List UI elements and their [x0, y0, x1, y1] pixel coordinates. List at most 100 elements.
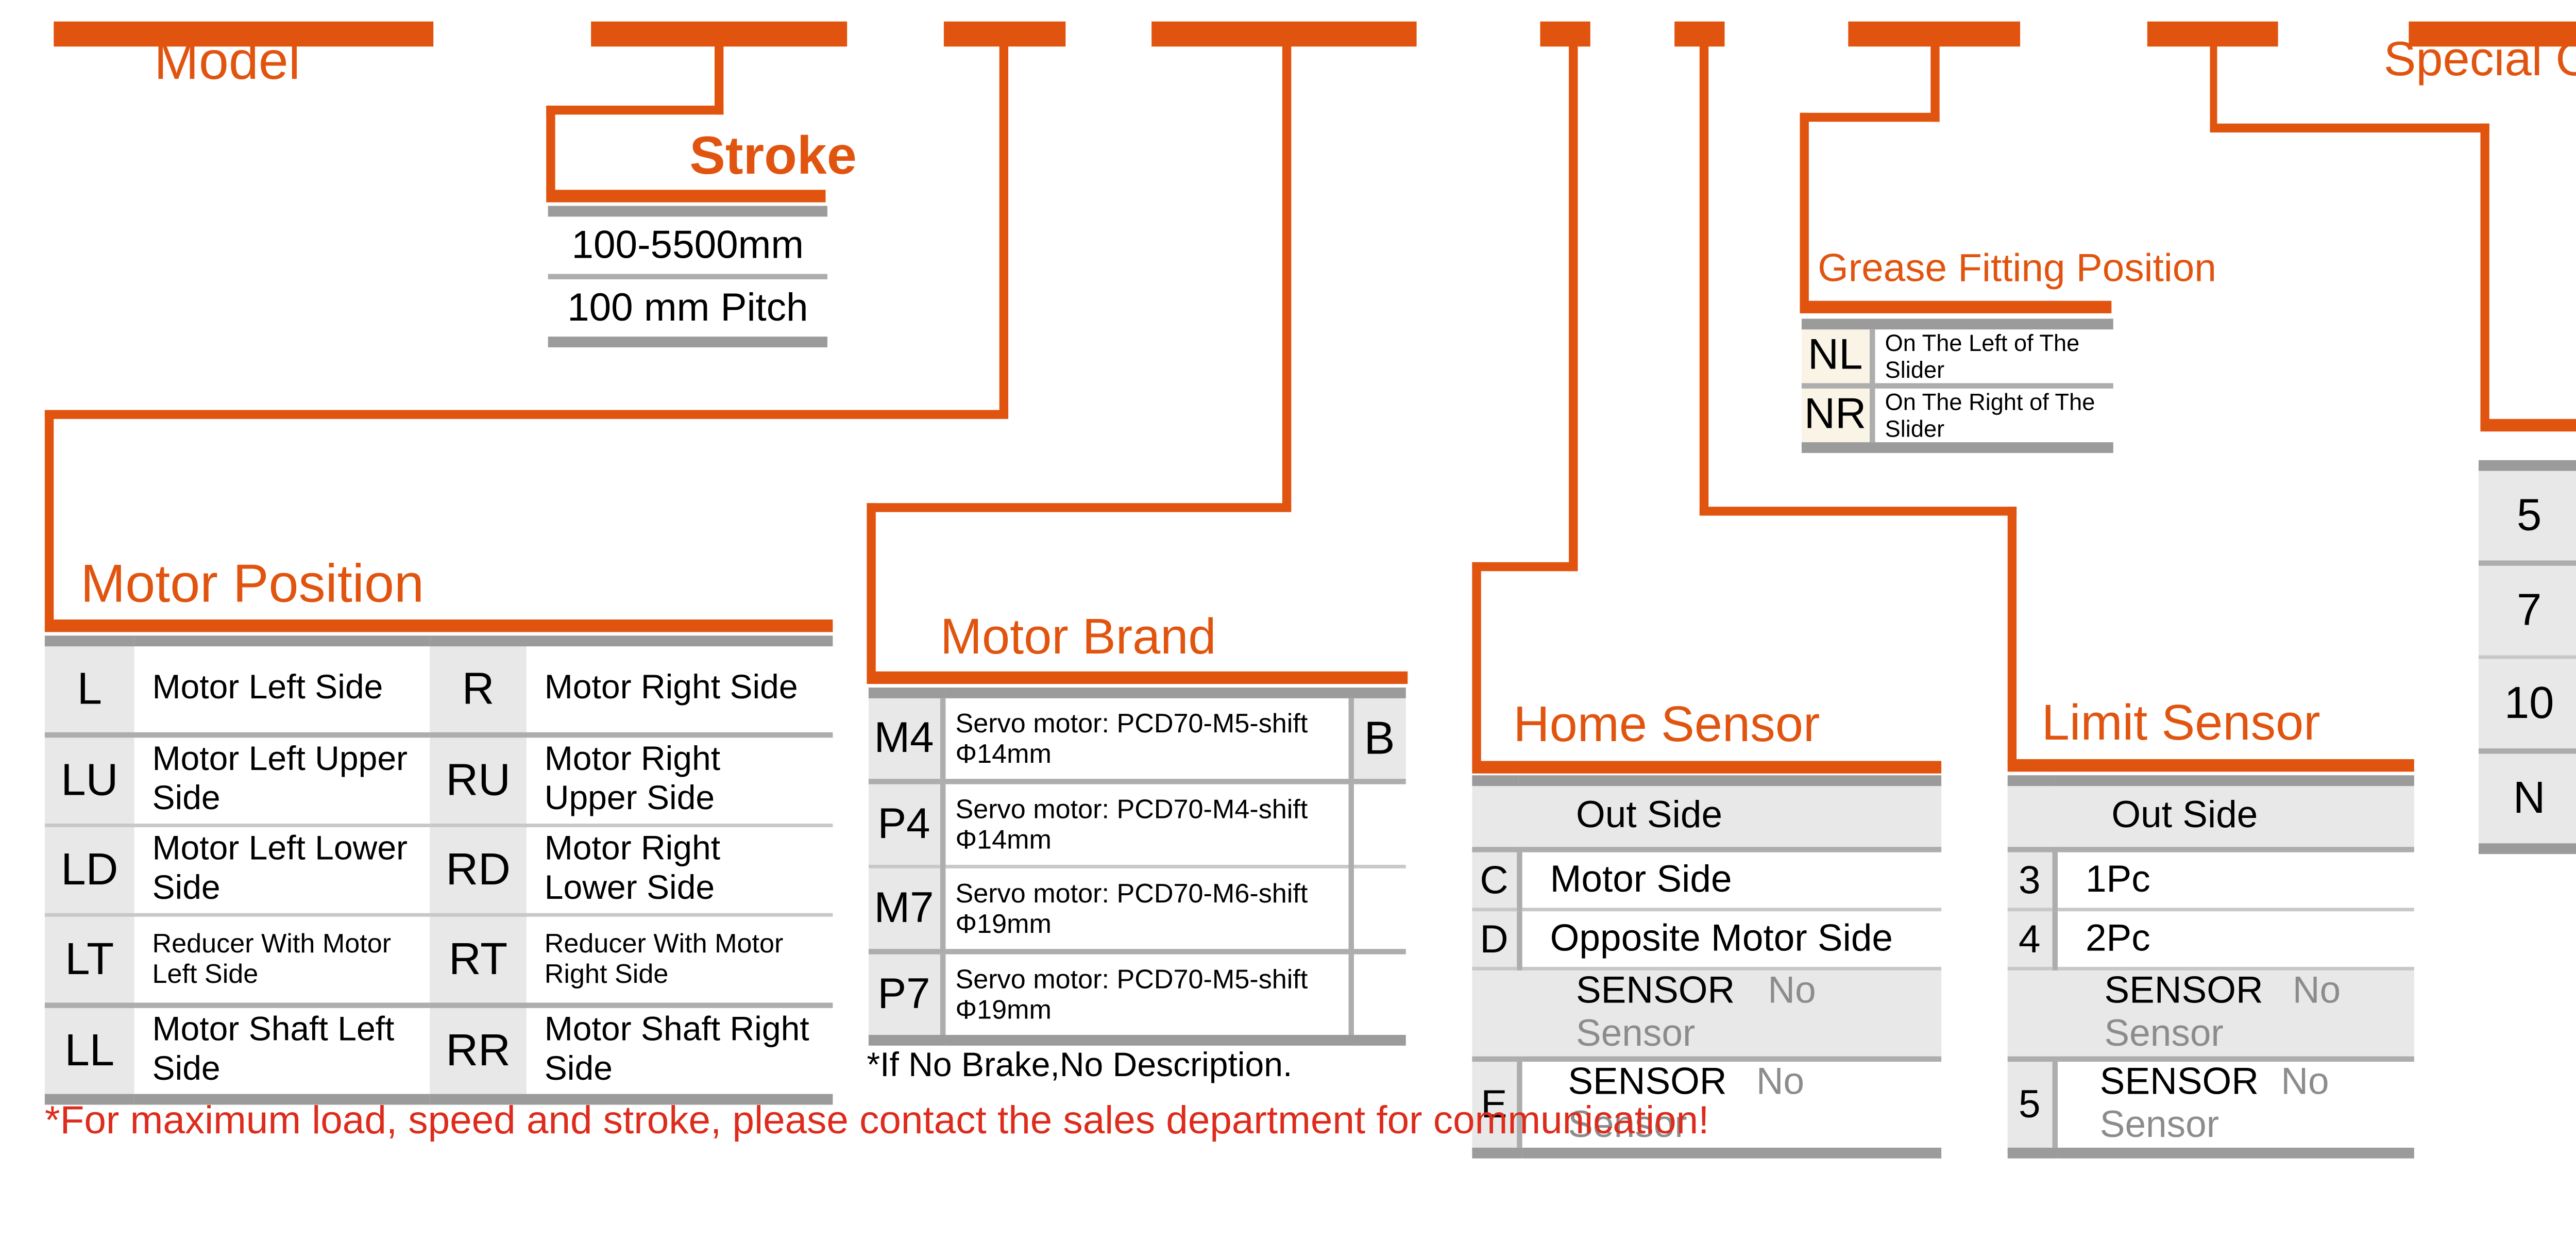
table-row: NR On The Right of The Slider	[1801, 383, 2113, 453]
leader-stroke-v1	[714, 34, 724, 115]
home-sensor-key-3	[1472, 966, 1519, 1061]
motor-position-value-1b: Motor Right Upper Side	[526, 733, 833, 827]
motor-brand-table: M4 Servo motor: PCD70-M5-shift Φ14mm B P…	[868, 688, 1406, 1046]
home-sensor-value-1: Motor Side	[1516, 847, 1942, 912]
leader-motorpos-v2	[44, 410, 54, 623]
stroke-row-1: 100 mm Pitch	[548, 274, 827, 347]
grease-fitting-key-0: NL	[1801, 319, 1872, 389]
motor-brand-value-0: Servo motor: PCD70-M5-shift Φ14mm	[939, 688, 1351, 784]
code-tick-model	[54, 21, 434, 47]
leader-limitsensor-v2	[2007, 507, 2017, 763]
table-row: 4 2Pc	[2007, 908, 2414, 970]
motor-position-key-4a: LL	[44, 1002, 134, 1105]
table-row: 5 5:1	[2478, 460, 2576, 566]
table-row: LL Motor Shaft Left Side RR Motor Shaft …	[44, 1002, 833, 1105]
table-row: E SENSOR No Sensor	[1472, 1056, 1942, 1159]
table-row: 5 SENSOR No Sensor	[2007, 1056, 2414, 1159]
motor-position-label: Motor Position	[80, 555, 424, 614]
motor-position-value-4b: Motor Shaft Right Side	[526, 1002, 833, 1105]
leader-limitsensor-v1	[1699, 34, 1709, 514]
table-row: M7 Servo motor: PCD70-M6-shift Φ19mm	[868, 864, 1406, 953]
table-row: M4 Servo motor: PCD70-M5-shift Φ14mm B	[868, 688, 1406, 784]
limit-sensor-value-1: 1Pc	[2051, 847, 2414, 912]
home-sensor-key-0	[1472, 775, 1519, 852]
motor-position-key-1a: LU	[44, 733, 134, 827]
grease-fitting-key-1: NR	[1801, 383, 1872, 453]
stroke-label: Stroke	[689, 127, 857, 187]
code-tick-home-sensor	[1540, 21, 1590, 47]
home-sensor-sensor-label-3: SENSOR	[1575, 970, 1735, 1012]
gearbox-ratio-key-1: 7	[2478, 561, 2576, 659]
grease-fitting-value-1: On The Right of The Slider	[1869, 383, 2113, 453]
warning-note: *For maximum load, speed and stroke, ple…	[44, 1097, 1709, 1143]
table-row: LT Reducer With Motor Left Side RT Reduc…	[44, 913, 833, 1008]
home-sensor-key-2: D	[1472, 908, 1519, 970]
motor-brand-key-3: P7	[868, 949, 942, 1046]
table-row: LD Motor Left Lower Side RD Motor Right …	[44, 824, 833, 917]
motor-brand-label: Motor Brand	[940, 609, 1216, 664]
motor-position-key-3b: RT	[430, 913, 527, 1008]
limit-sensor-nosensor-label-3: No Sensor	[2104, 970, 2341, 1055]
limit-sensor-value-0: Out Side	[2054, 775, 2414, 852]
leader-homesensor-h1	[1472, 562, 1578, 572]
table-row: P7 Servo motor: PCD70-M5-shift Φ19mm	[868, 949, 1406, 1046]
limit-sensor-bracket-bottom	[2007, 759, 2414, 772]
gearbox-ratio-key-2: 10	[2478, 655, 2576, 753]
motor-brand-value-2: Servo motor: PCD70-M6-shift Φ19mm	[939, 864, 1351, 953]
grease-fitting-table: NL On The Left of The Slider NR On The R…	[1801, 319, 2113, 453]
table-row: P4 Servo motor: PCD70-M4-shift Φ14mm	[868, 779, 1406, 868]
leader-gearbox-v1	[2210, 34, 2217, 131]
leader-gearbox-v2	[2480, 123, 2489, 428]
table-row: C Motor Side	[1472, 847, 1942, 912]
leader-motorpos-h1	[44, 410, 1009, 419]
motor-position-table: L Motor Left Side R Motor Right Side LU …	[44, 635, 833, 1105]
gearbox-ratio-table: 5 5:1 7 7:1 10 10:1 N None Gearbox Type	[2478, 460, 2576, 854]
home-sensor-nosensor-label-4: No Sensor	[1568, 1062, 1805, 1146]
leader-grease-v2	[1800, 112, 1809, 310]
motor-brand-brake-blank-1	[1347, 779, 1406, 868]
motor-position-value-2b: Motor Right Lower Side	[526, 824, 833, 917]
table-row: NL On The Left of The Slider	[1801, 319, 2113, 389]
motor-brand-note: *If No Brake,No Description.	[867, 1047, 1293, 1085]
motor-brand-value-3: Servo motor: PCD70-M5-shift Φ19mm	[939, 949, 1351, 1046]
motor-position-bracket-bottom	[44, 620, 833, 632]
home-sensor-nosensor-label-3: No Sensor	[1575, 970, 1816, 1055]
motor-brand-bracket-bottom	[867, 671, 1408, 684]
motor-brand-brake-key: B	[1347, 688, 1406, 784]
grease-fitting-bracket-bottom	[1800, 300, 2112, 313]
motor-position-key-2b: RD	[430, 824, 527, 917]
limit-sensor-value-2: 2Pc	[2051, 908, 2414, 970]
home-sensor-sensor-label-4: SENSOR	[1568, 1062, 1727, 1103]
code-tick-special-order	[2409, 21, 2576, 47]
table-row: 3 1Pc	[2007, 847, 2414, 912]
leader-grease-v1	[1930, 34, 1940, 122]
motor-brand-key-2: M7	[868, 864, 942, 953]
limit-sensor-key-0	[2007, 775, 2055, 852]
limit-sensor-sensor-label-3: SENSOR	[2104, 970, 2263, 1012]
grease-fitting-label: Grease Fitting Position	[1818, 245, 2216, 290]
motor-position-value-1a: Motor Left Upper Side	[134, 733, 430, 827]
table-row: N None Gearbox Type	[2478, 748, 2576, 854]
table-row: SENSOR No Sensor	[1472, 966, 1942, 1061]
limit-sensor-key-1: 3	[2007, 847, 2055, 912]
stroke-bracket-bottom	[546, 190, 826, 203]
table-row: D Opposite Motor Side	[1472, 908, 1942, 970]
home-sensor-bracket-bottom	[1472, 761, 1942, 774]
gearbox-ratio-key-3: N	[2478, 748, 2576, 854]
stroke-row-0: 100-5500mm	[548, 206, 827, 279]
leader-stroke-v2	[546, 105, 555, 194]
table-row: LU Motor Left Upper Side RU Motor Right …	[44, 733, 833, 827]
home-sensor-value-4-wrap: SENSOR No Sensor	[1516, 1056, 1942, 1159]
leader-limitsensor-h1	[1699, 507, 2017, 516]
leader-motorpos-v1	[999, 34, 1009, 417]
limit-sensor-label: Limit Sensor	[2041, 694, 2320, 750]
table-row: Out Side	[2007, 775, 2414, 852]
limit-sensor-key-3	[2007, 966, 2055, 1061]
motor-position-value-0b: Motor Right Side	[526, 635, 833, 738]
special-order-label: Special Order No.	[2383, 32, 2576, 86]
table-row: L Motor Left Side R Motor Right Side	[44, 635, 833, 738]
leader-motorbrand-v1	[1282, 34, 1292, 511]
leader-motorbrand-v2	[867, 503, 876, 675]
leader-stroke-h1	[546, 105, 724, 115]
